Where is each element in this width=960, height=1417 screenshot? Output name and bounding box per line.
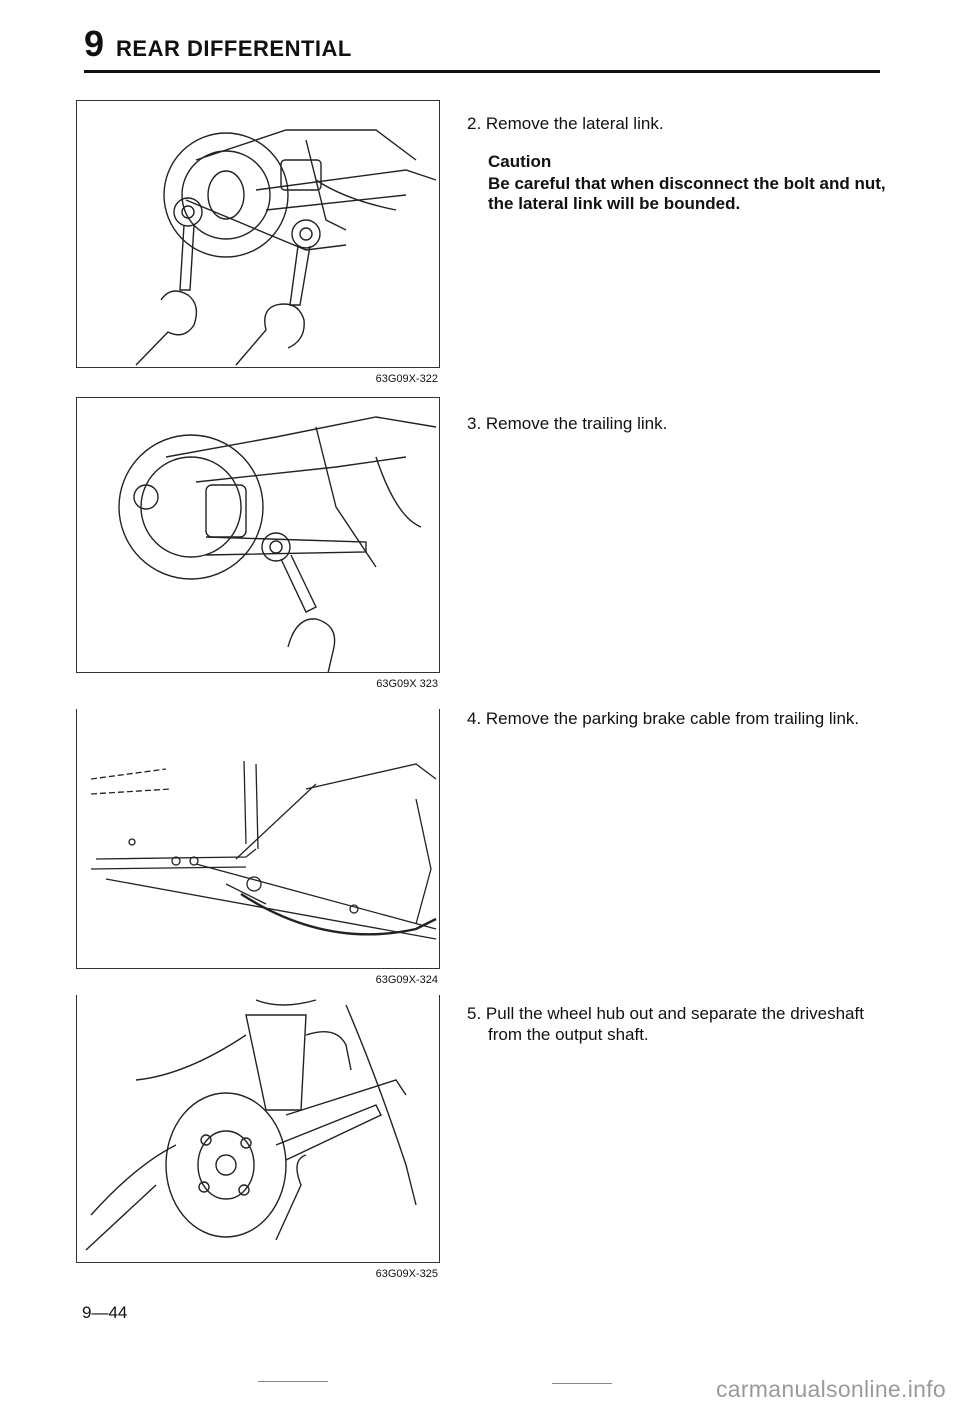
lateral-link-illustration [135,129,437,366]
figure-remove-trailing-link: 63G09X 323 [76,397,440,690]
figure-remove-lateral-link: 63G09X-322 [76,100,440,385]
step-5-line-1: 5. Pull the wheel hub out and separate t… [467,1004,864,1023]
figure-code: 63G09X-325 [375,1268,438,1280]
figure-frame [76,709,440,969]
trailing-link-illustration [118,416,437,673]
step-5: 5. Pull the wheel hub out and separate t… [467,1003,887,1045]
parking-brake-cable-illustration [90,760,437,940]
figure-frame [76,397,440,673]
step-3-text: 3. Remove the trailing link. [467,414,668,433]
step-4-text: 4. Remove the parking brake cable from t… [467,709,860,728]
step-5-line-2: from the output shaft. [488,1025,649,1044]
step-2-text: 2. Remove the lateral link. [467,114,664,133]
header-rule [84,70,880,73]
chapter-title: REAR DIFFERENTIAL [116,36,352,61]
scan-mark [552,1383,612,1384]
figure-pull-wheel-hub: 63G09X-325 [76,995,440,1280]
chapter-header: 9 REAR DIFFERENTIAL [84,26,352,62]
figure-code: 63G09X 323 [376,678,438,690]
caution-text: Be careful that when disconnect the bolt… [488,174,886,213]
watermark: carmanualsonline.info [715,1376,946,1402]
page-number: 9—44 [82,1303,128,1322]
figure-code: 63G09X-322 [375,373,438,385]
chapter-number: 9 [84,23,105,64]
figure-frame [76,995,440,1263]
figure-code: 63G09X-324 [375,974,438,986]
figure-parking-brake-cable: 63G09X-324 [76,709,440,986]
scan-mark [258,1381,328,1382]
caution-heading: Caution [488,152,552,171]
figure-frame [76,100,440,368]
wheel-hub-illustration [85,999,417,1251]
